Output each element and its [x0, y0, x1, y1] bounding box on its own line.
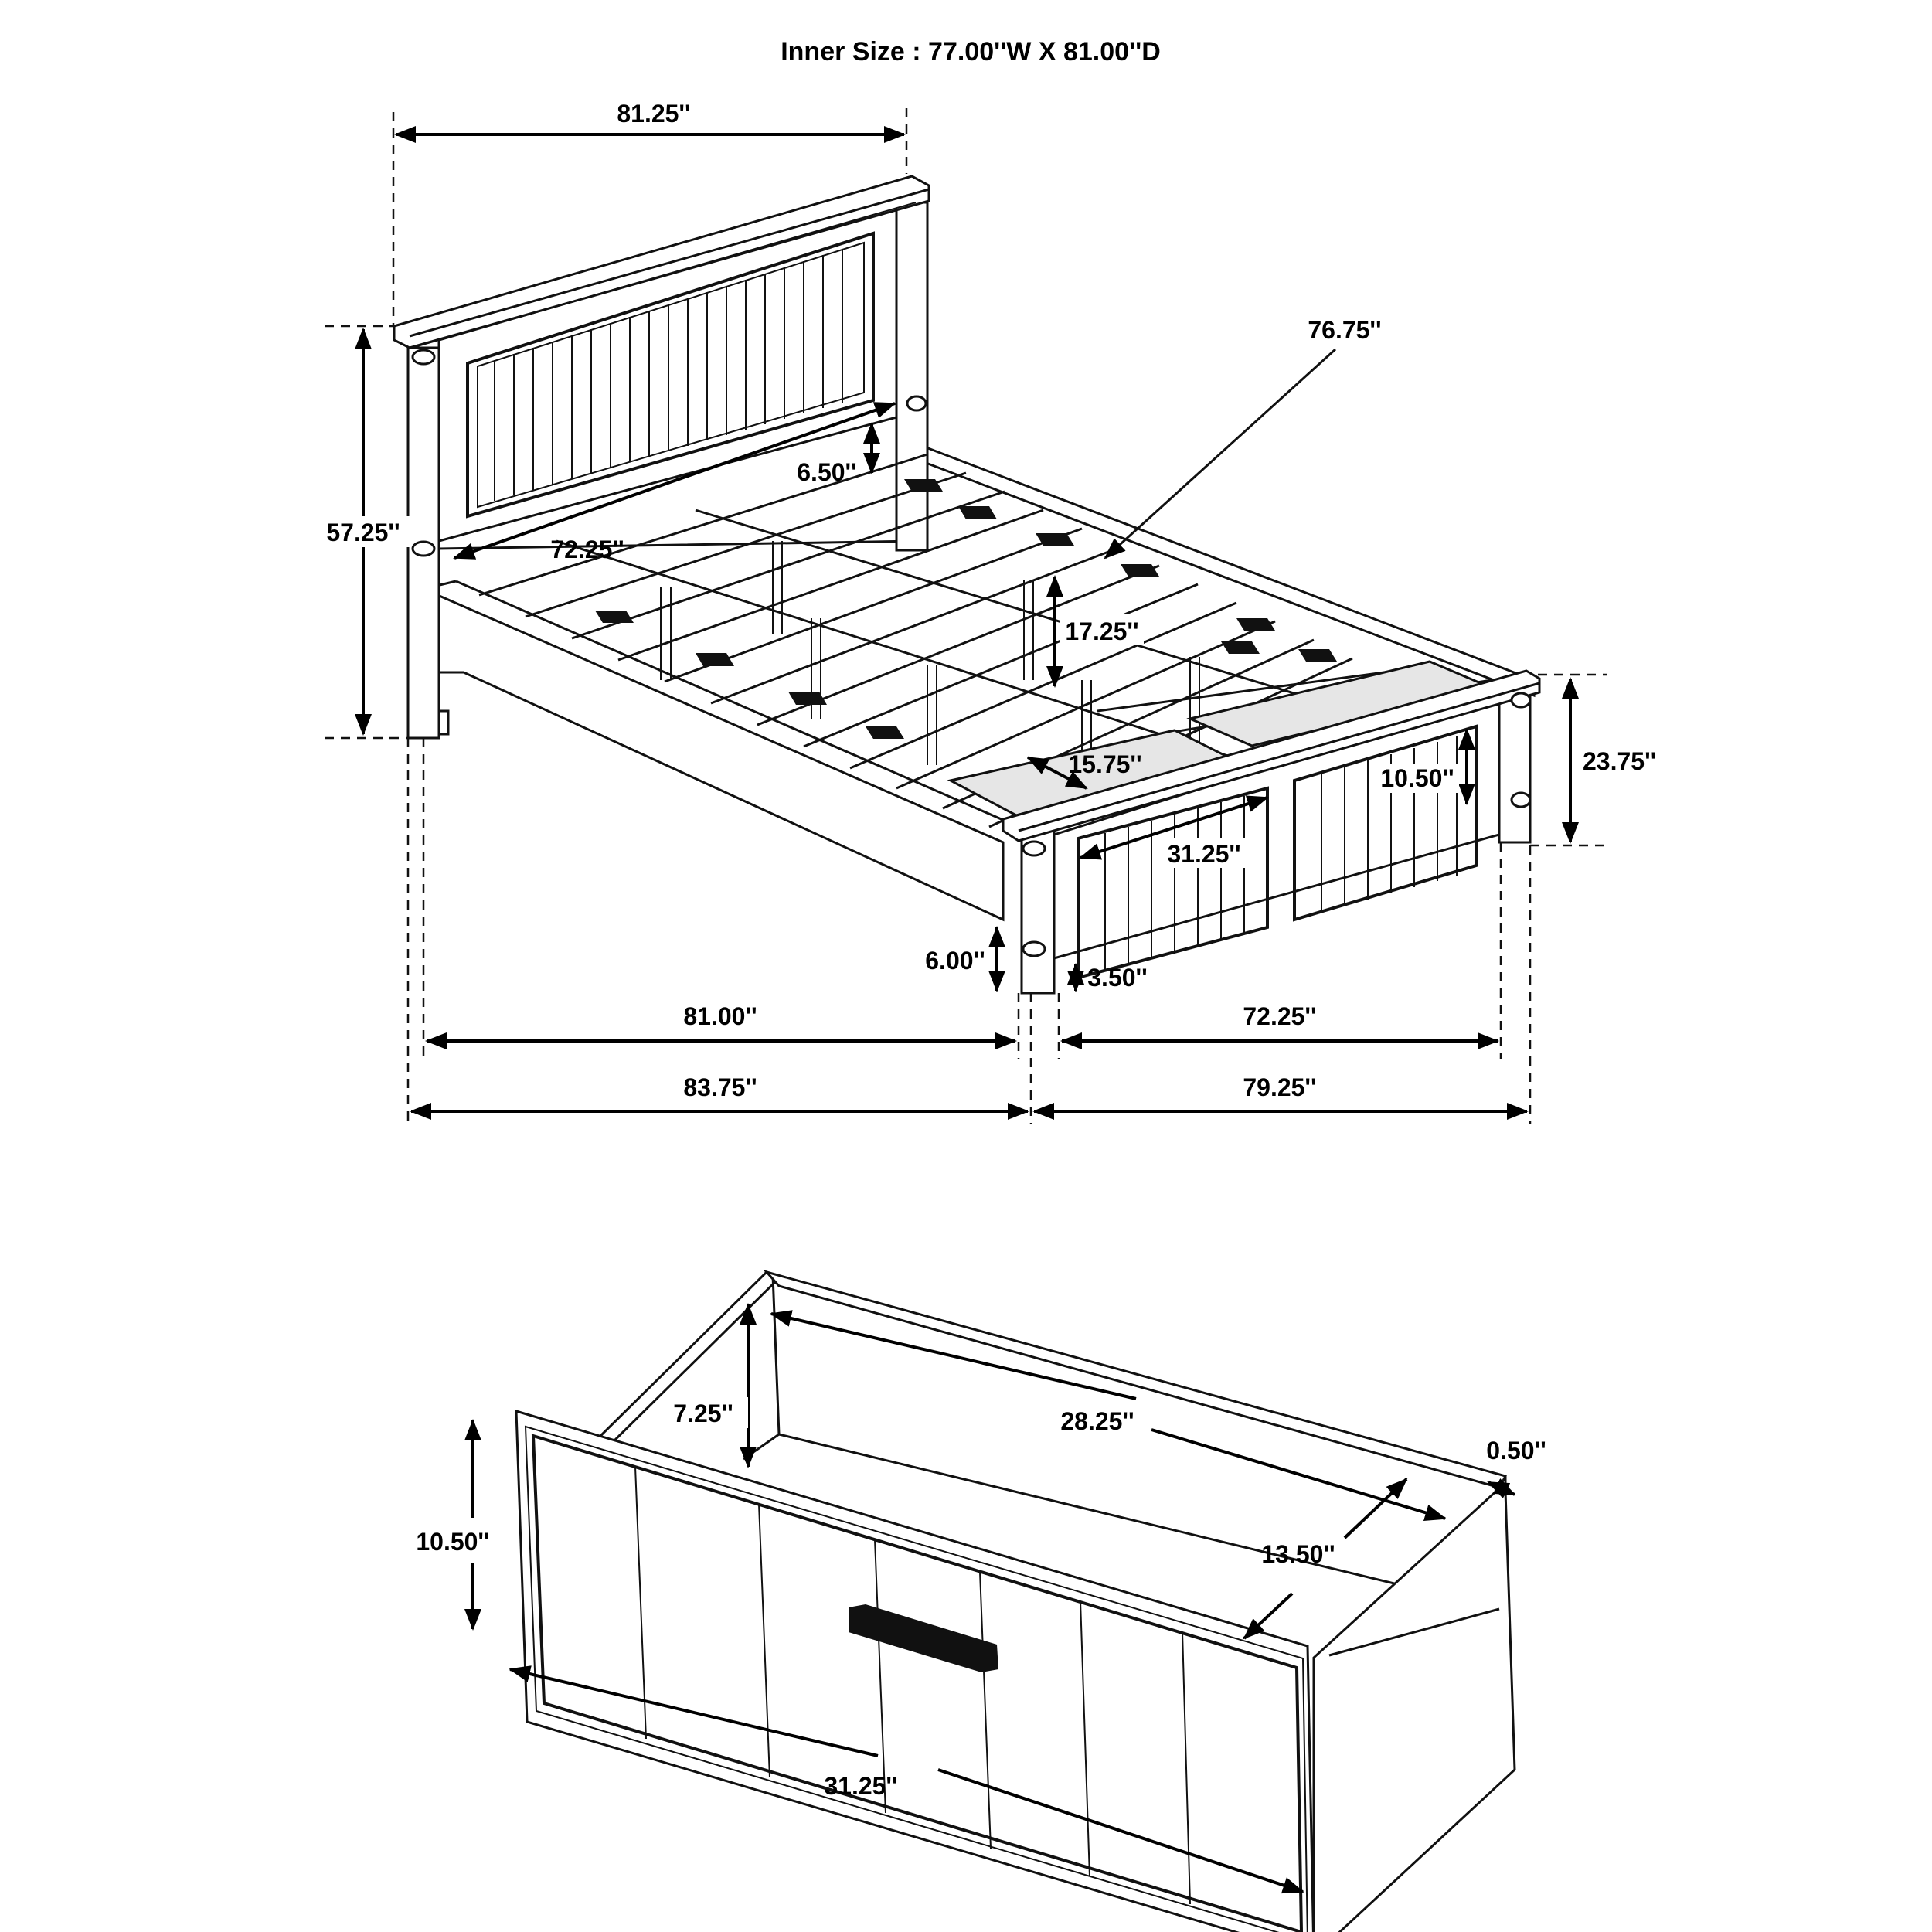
drawer-dimensions: 7.25'' 28.25'' 10.50'' 13.50'' 0.50'' 31… [416, 1303, 1546, 1894]
dim-footboard-panel-height: 10.50'' [1380, 764, 1454, 792]
bed-dimensions: 81.25'' 57.25'' 72.25'' 6.50'' 76.75'' 1… [317, 100, 1656, 1124]
dim-drawer-front-height: 10.50'' [416, 1528, 489, 1556]
dim-footboard-clearance: 3.50'' [1087, 964, 1148, 992]
drawer-back-wall-top [763, 1270, 1507, 1490]
near-side-rail [422, 587, 1005, 922]
dim-footboard-inner-width: 72.25'' [1243, 1002, 1316, 1030]
dim-drawer-inner-width: 28.25'' [1060, 1407, 1134, 1435]
dim-floor-to-slats: 17.25'' [1065, 617, 1138, 645]
headboard-cap [393, 175, 930, 349]
drawer-right-side [1312, 1475, 1516, 1932]
dim-drawer-front-width: 31.25'' [824, 1772, 897, 1800]
dim-headboard-rail-gap: 6.50'' [797, 458, 857, 486]
dim-inner-length: 81.00'' [683, 1002, 757, 1030]
dim-footboard-drawer-width: 31.25'' [1167, 840, 1240, 868]
dim-drawer-inner-depth: 13.50'' [1261, 1540, 1335, 1568]
headboard-right-post [895, 201, 929, 552]
dim-storage-opening: 15.75'' [1068, 750, 1141, 778]
dim-rail-clearance: 6.00'' [925, 947, 985, 975]
drawer-drawing [515, 1270, 1516, 1932]
far-side-rail [910, 440, 1536, 698]
drawer-handle [849, 1604, 998, 1672]
dim-headboard-width: 81.25'' [617, 100, 690, 128]
dim-side-rail-length: 76.75'' [1308, 316, 1381, 344]
bed-drawing [393, 175, 1541, 995]
dim-headboard-panel-width: 72.25'' [550, 536, 624, 563]
dim-drawer-inner-height: 7.25'' [673, 1400, 733, 1427]
footboard-drawer-right [1293, 724, 1478, 922]
dim-headboard-height: 57.25'' [326, 519, 400, 546]
drawer-front-boards [634, 1466, 1191, 1905]
dim-overall-width: 79.25'' [1243, 1073, 1316, 1101]
drawer-front [515, 1409, 1315, 1932]
inner-size-title: Inner Size : 77.00''W X 81.00''D [781, 37, 1161, 66]
dim-overall-length: 83.75'' [683, 1073, 757, 1101]
dim-drawer-panel-thickness: 0.50'' [1486, 1437, 1546, 1464]
dim-footboard-height: 23.75'' [1583, 747, 1656, 775]
